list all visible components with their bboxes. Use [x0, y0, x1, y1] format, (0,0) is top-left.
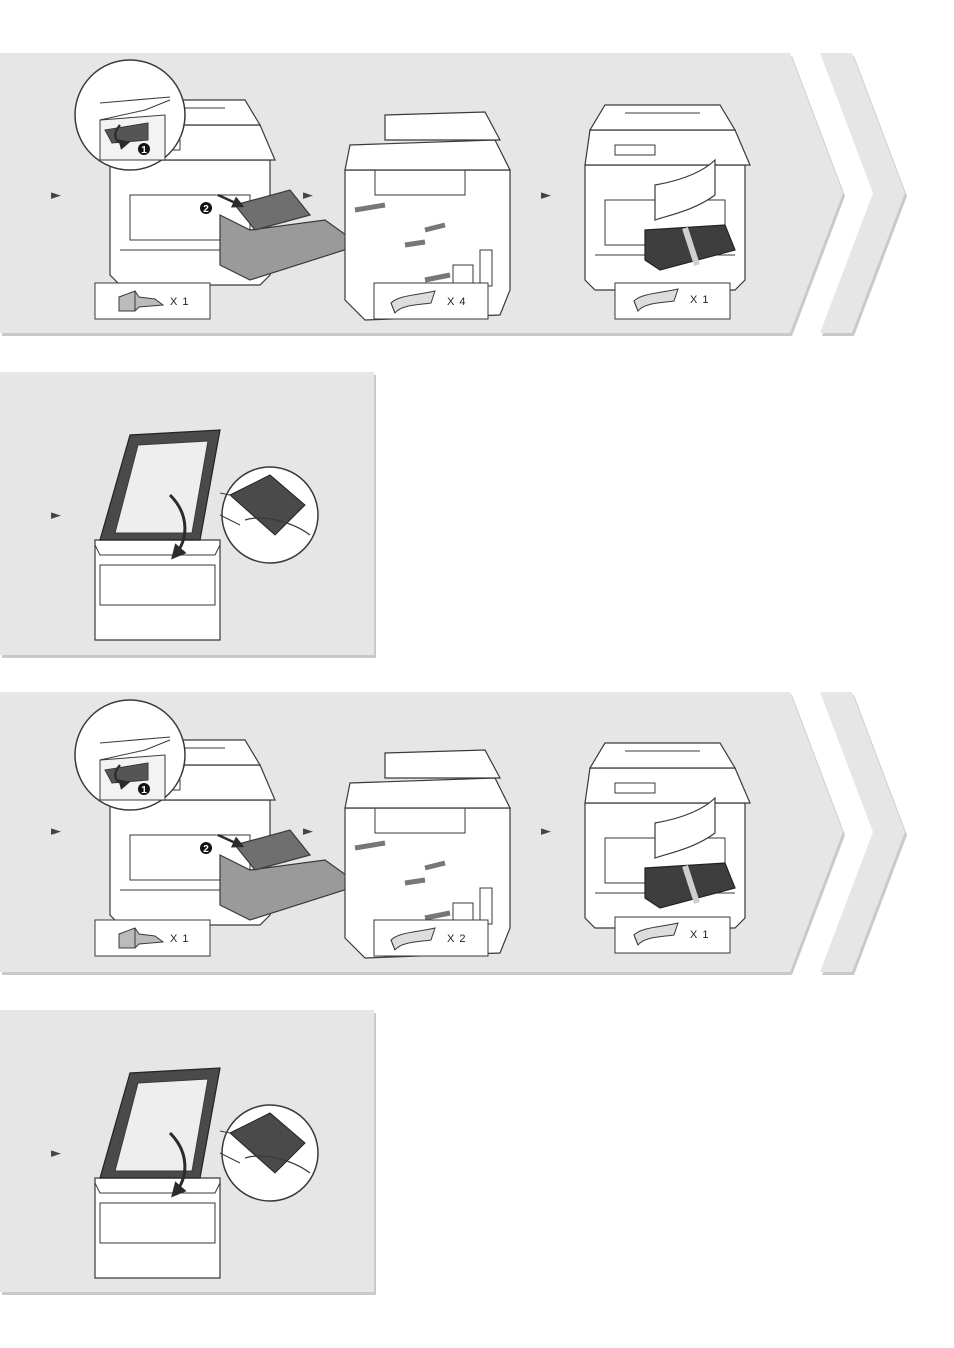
- section-a-panel: ► ► ► X 1 X 4 X 1: [0, 53, 907, 336]
- bullet-a-1: ►: [51, 188, 61, 203]
- section-a-lid-panel: ►: [0, 372, 376, 658]
- bullet-b-lid: ►: [51, 1146, 61, 1161]
- bullet-a-lid: ►: [51, 508, 61, 523]
- bullet-a-2: ►: [303, 188, 313, 203]
- bullet-a-3: ►: [541, 188, 551, 203]
- count-label-a-3: X 1: [690, 294, 710, 306]
- section-b-lid-panel: ►: [0, 1010, 376, 1295]
- count-label-b-3: X 1: [690, 929, 710, 941]
- illustration-b-front-tape: [585, 743, 750, 928]
- count-label-a-2: X 4: [447, 296, 467, 308]
- bullet-b-3: ►: [541, 824, 551, 839]
- count-label-b-1: X 1: [170, 933, 190, 945]
- count-label-b-2: X 2: [447, 933, 467, 945]
- section-b-panel: ► ► ► X 1 X 2 X 1: [0, 692, 907, 975]
- bullet-b-1: ►: [51, 824, 61, 839]
- count-label-a-1: X 1: [170, 296, 190, 308]
- bullet-b-2: ►: [303, 824, 313, 839]
- illustration-a-front-tape: [585, 105, 750, 290]
